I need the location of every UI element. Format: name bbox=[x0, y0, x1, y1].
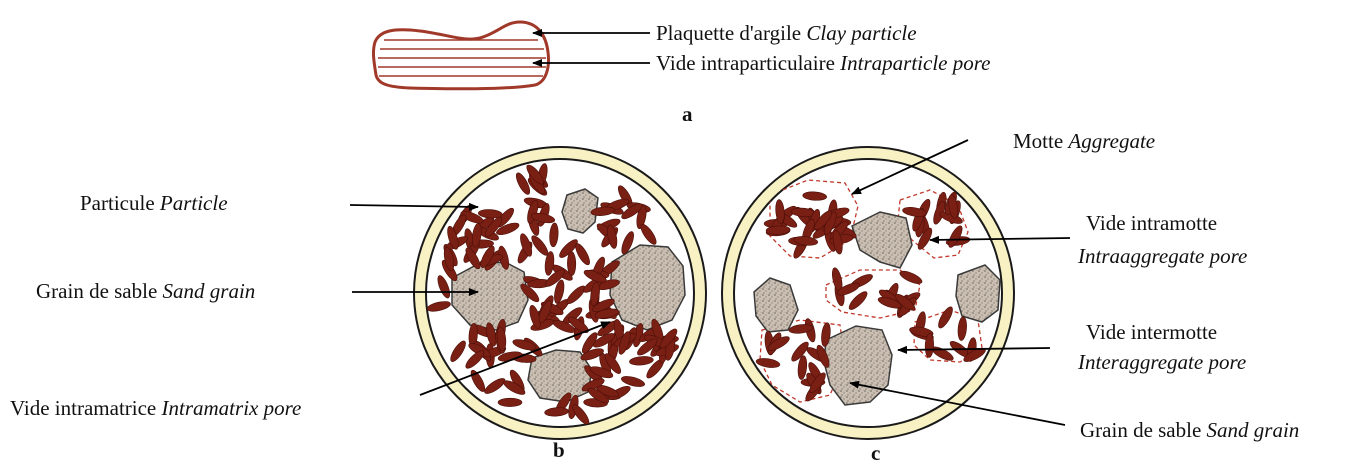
panel-letter-c: c bbox=[871, 443, 880, 464]
label-fr: Vide intermotte bbox=[1086, 320, 1217, 344]
clay-particle bbox=[498, 398, 522, 406]
sand-grain bbox=[956, 265, 1000, 322]
label-fr: Vide intraparticulaire bbox=[656, 51, 835, 75]
panel-letter-b: b bbox=[553, 440, 565, 461]
label-aggregate: Motte Aggregate bbox=[1013, 131, 1155, 152]
label-particle: Particule Particle bbox=[80, 193, 228, 214]
label-interaggregate-pore-en: Interaggregate pore bbox=[1078, 352, 1246, 373]
label-en: Particle bbox=[160, 191, 228, 215]
panel-letter-a: a bbox=[682, 104, 693, 125]
label-fr: Vide intramotte bbox=[1086, 211, 1217, 235]
label-clay-particle: Plaquette d'argile Clay particle bbox=[656, 23, 917, 44]
label-en: Aggregate bbox=[1068, 129, 1155, 153]
label-fr: Plaquette d'argile bbox=[656, 21, 801, 45]
label-interaggregate-pore-fr: Vide intermotte bbox=[1086, 322, 1217, 343]
label-en: Intraaggregate pore bbox=[1078, 244, 1247, 268]
clay-platelet bbox=[373, 22, 548, 89]
label-fr: Grain de sable bbox=[36, 279, 157, 303]
label-fr: Particule bbox=[80, 191, 155, 215]
label-fr: Vide intramatrice bbox=[10, 396, 156, 420]
label-en: Interaggregate pore bbox=[1078, 350, 1246, 374]
label-intraaggregate-pore-fr: Vide intramotte bbox=[1086, 213, 1217, 234]
label-fr: Motte bbox=[1013, 129, 1063, 153]
label-sand-grain-c: Grain de sable Sand grain bbox=[1080, 420, 1299, 441]
label-intraparticle-pore: Vide intraparticulaire Intraparticle por… bbox=[656, 53, 990, 74]
panel-b-circle bbox=[414, 147, 706, 439]
label-en: Clay particle bbox=[806, 21, 916, 45]
label-sand-grain-b: Grain de sable Sand grain bbox=[36, 281, 255, 302]
label-intramatrix-pore: Vide intramatrice Intramatrix pore bbox=[10, 398, 301, 419]
label-en: Intramatrix pore bbox=[162, 396, 302, 420]
clay-particle bbox=[567, 252, 576, 276]
panel-c-circle bbox=[722, 147, 1014, 439]
label-fr: Grain de sable bbox=[1080, 418, 1201, 442]
label-intraaggregate-pore-en: Intraaggregate pore bbox=[1078, 246, 1247, 267]
label-en: Sand grain bbox=[1207, 418, 1300, 442]
clay-platelet-outline bbox=[373, 22, 548, 89]
label-en: Sand grain bbox=[163, 279, 256, 303]
sand-grain bbox=[610, 245, 685, 330]
label-en: Intraparticle pore bbox=[840, 51, 990, 75]
